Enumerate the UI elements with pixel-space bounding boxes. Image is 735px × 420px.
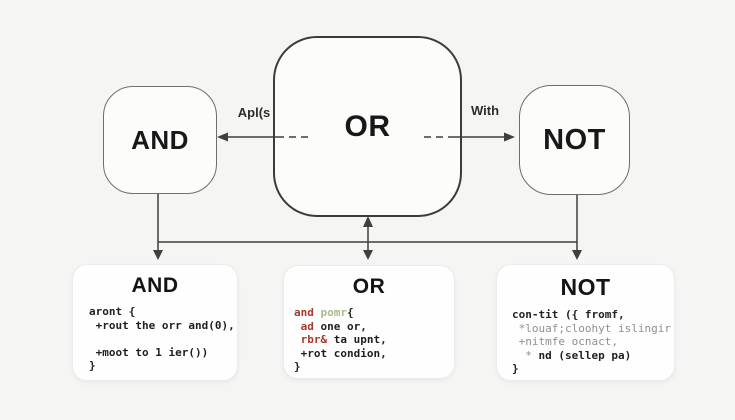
card-or: OR and pomr{ ad one or, rbr& ta upnt, +r… xyxy=(283,265,455,379)
code-line: aront { xyxy=(89,305,136,318)
code-line: rbr& ta upnt, xyxy=(294,333,454,347)
code-token: nd (sellep pa) xyxy=(538,348,632,362)
card-not-title: NOT xyxy=(560,274,611,300)
code-token: { xyxy=(347,306,354,319)
edge-label-or-to-not: With xyxy=(470,103,500,118)
code-line: con-tit ({ fromf, xyxy=(512,308,625,321)
code-line: +rot condion, xyxy=(294,346,387,360)
code-token-function: pomr xyxy=(313,306,347,319)
arrowhead-down-or-icon xyxy=(363,250,373,260)
code-line: } xyxy=(294,360,301,373)
arrowhead-down-and-icon xyxy=(153,250,163,260)
code-token-keyword: ad xyxy=(294,319,314,333)
arrow-or-to-not xyxy=(424,132,515,142)
code-line: +rout the orr and(0), xyxy=(89,318,235,332)
node-or-label: OR xyxy=(344,109,391,143)
connector-tree xyxy=(153,194,582,260)
code-token-keyword: and xyxy=(294,306,314,319)
node-not: NOT xyxy=(519,85,630,195)
arrow-or-to-and xyxy=(217,132,308,142)
code-line: ad one or, xyxy=(294,320,454,334)
code-token-star: * xyxy=(512,348,539,362)
card-or-title: OR xyxy=(352,275,386,298)
edge-label-or-to-and: Apl(s xyxy=(237,105,271,120)
card-not: NOT con-tit ({ fromf, *louaf;cloohyt isl… xyxy=(496,264,675,381)
arrowhead-down-not-icon xyxy=(572,250,582,260)
node-or: OR xyxy=(273,36,462,217)
arrowhead-left-icon xyxy=(217,132,228,142)
code-line: +moot to 1 ier()) xyxy=(89,345,209,359)
arrowhead-up-or-icon xyxy=(363,216,373,227)
code-line: } xyxy=(512,362,519,375)
code-token: one or, xyxy=(313,319,367,333)
arrowhead-right-icon xyxy=(504,132,515,142)
card-and-code: aront { +rout the orr and(0), +moot to 1… xyxy=(73,305,237,373)
node-and-label: AND xyxy=(131,124,189,155)
code-line: *louaf;cloohyt islingir xyxy=(512,321,671,335)
node-not-label: NOT xyxy=(543,123,606,156)
code-token-keyword: rbr& xyxy=(294,333,328,346)
code-line: * nd (sellep pa) xyxy=(512,349,674,363)
card-or-code: and pomr{ ad one or, rbr& ta upnt, +rot … xyxy=(284,306,454,374)
code-token: ta upnt, xyxy=(327,333,387,346)
card-and: AND aront { +rout the orr and(0), +moot … xyxy=(72,264,238,381)
card-and-title: AND xyxy=(131,274,179,297)
code-line: } xyxy=(89,359,96,372)
code-line: +nitmfe ocnact, xyxy=(512,335,618,348)
card-not-code: con-tit ({ fromf, *louaf;cloohyt islingi… xyxy=(497,308,674,376)
code-line: and pomr{ xyxy=(294,306,454,320)
node-and: AND xyxy=(103,86,217,194)
